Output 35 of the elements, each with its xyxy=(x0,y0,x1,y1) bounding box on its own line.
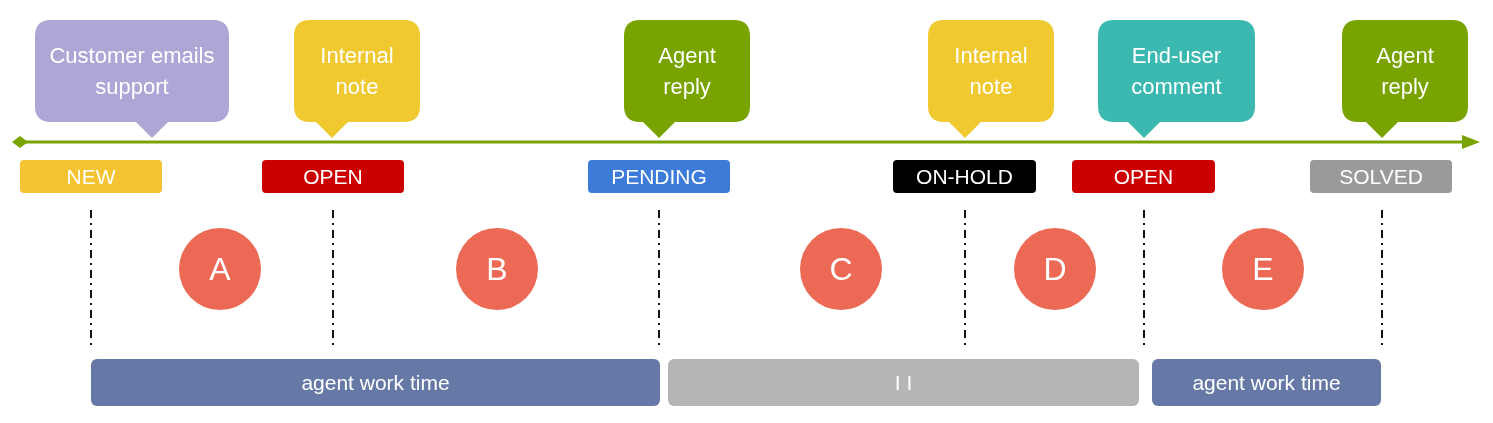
event-label: Internal note xyxy=(319,42,395,101)
time-bar xyxy=(1152,359,1381,406)
event-label: End-user comment xyxy=(1130,42,1223,101)
time-label: agent work time xyxy=(1192,369,1341,396)
speech-bubble xyxy=(35,20,229,138)
status-tag xyxy=(588,160,730,193)
status-tag xyxy=(1072,160,1215,193)
event-label: Internal note xyxy=(953,42,1029,101)
status-tag xyxy=(893,160,1036,193)
status-label: PENDING xyxy=(611,163,707,190)
status-label: SOLVED xyxy=(1339,163,1423,190)
phase-letter: E xyxy=(1252,250,1274,289)
time-label: agent work time xyxy=(301,369,450,396)
phase-letter: C xyxy=(829,250,853,289)
event-label: Agent reply xyxy=(1375,42,1435,101)
speech-bubble xyxy=(294,20,420,138)
status-label: OPEN xyxy=(1113,163,1174,190)
time-label: I I xyxy=(894,369,913,396)
status-label: ON-HOLD xyxy=(916,163,1013,190)
time-bar xyxy=(91,359,660,406)
speech-bubble xyxy=(624,20,750,138)
speech-bubble xyxy=(928,20,1054,138)
status-label: OPEN xyxy=(303,163,363,190)
speech-bubble xyxy=(1098,20,1255,138)
event-label: Agent reply xyxy=(657,42,717,101)
status-tag xyxy=(1310,160,1452,193)
phase-letter: B xyxy=(486,250,508,289)
phase-letter: D xyxy=(1043,250,1067,289)
status-label: NEW xyxy=(66,163,116,190)
status-tag xyxy=(20,160,162,193)
speech-bubble xyxy=(1342,20,1468,138)
status-tag xyxy=(262,160,404,193)
event-label: Customer emails support xyxy=(48,42,216,101)
phase-letter: A xyxy=(209,250,231,289)
time-bar xyxy=(668,359,1139,406)
